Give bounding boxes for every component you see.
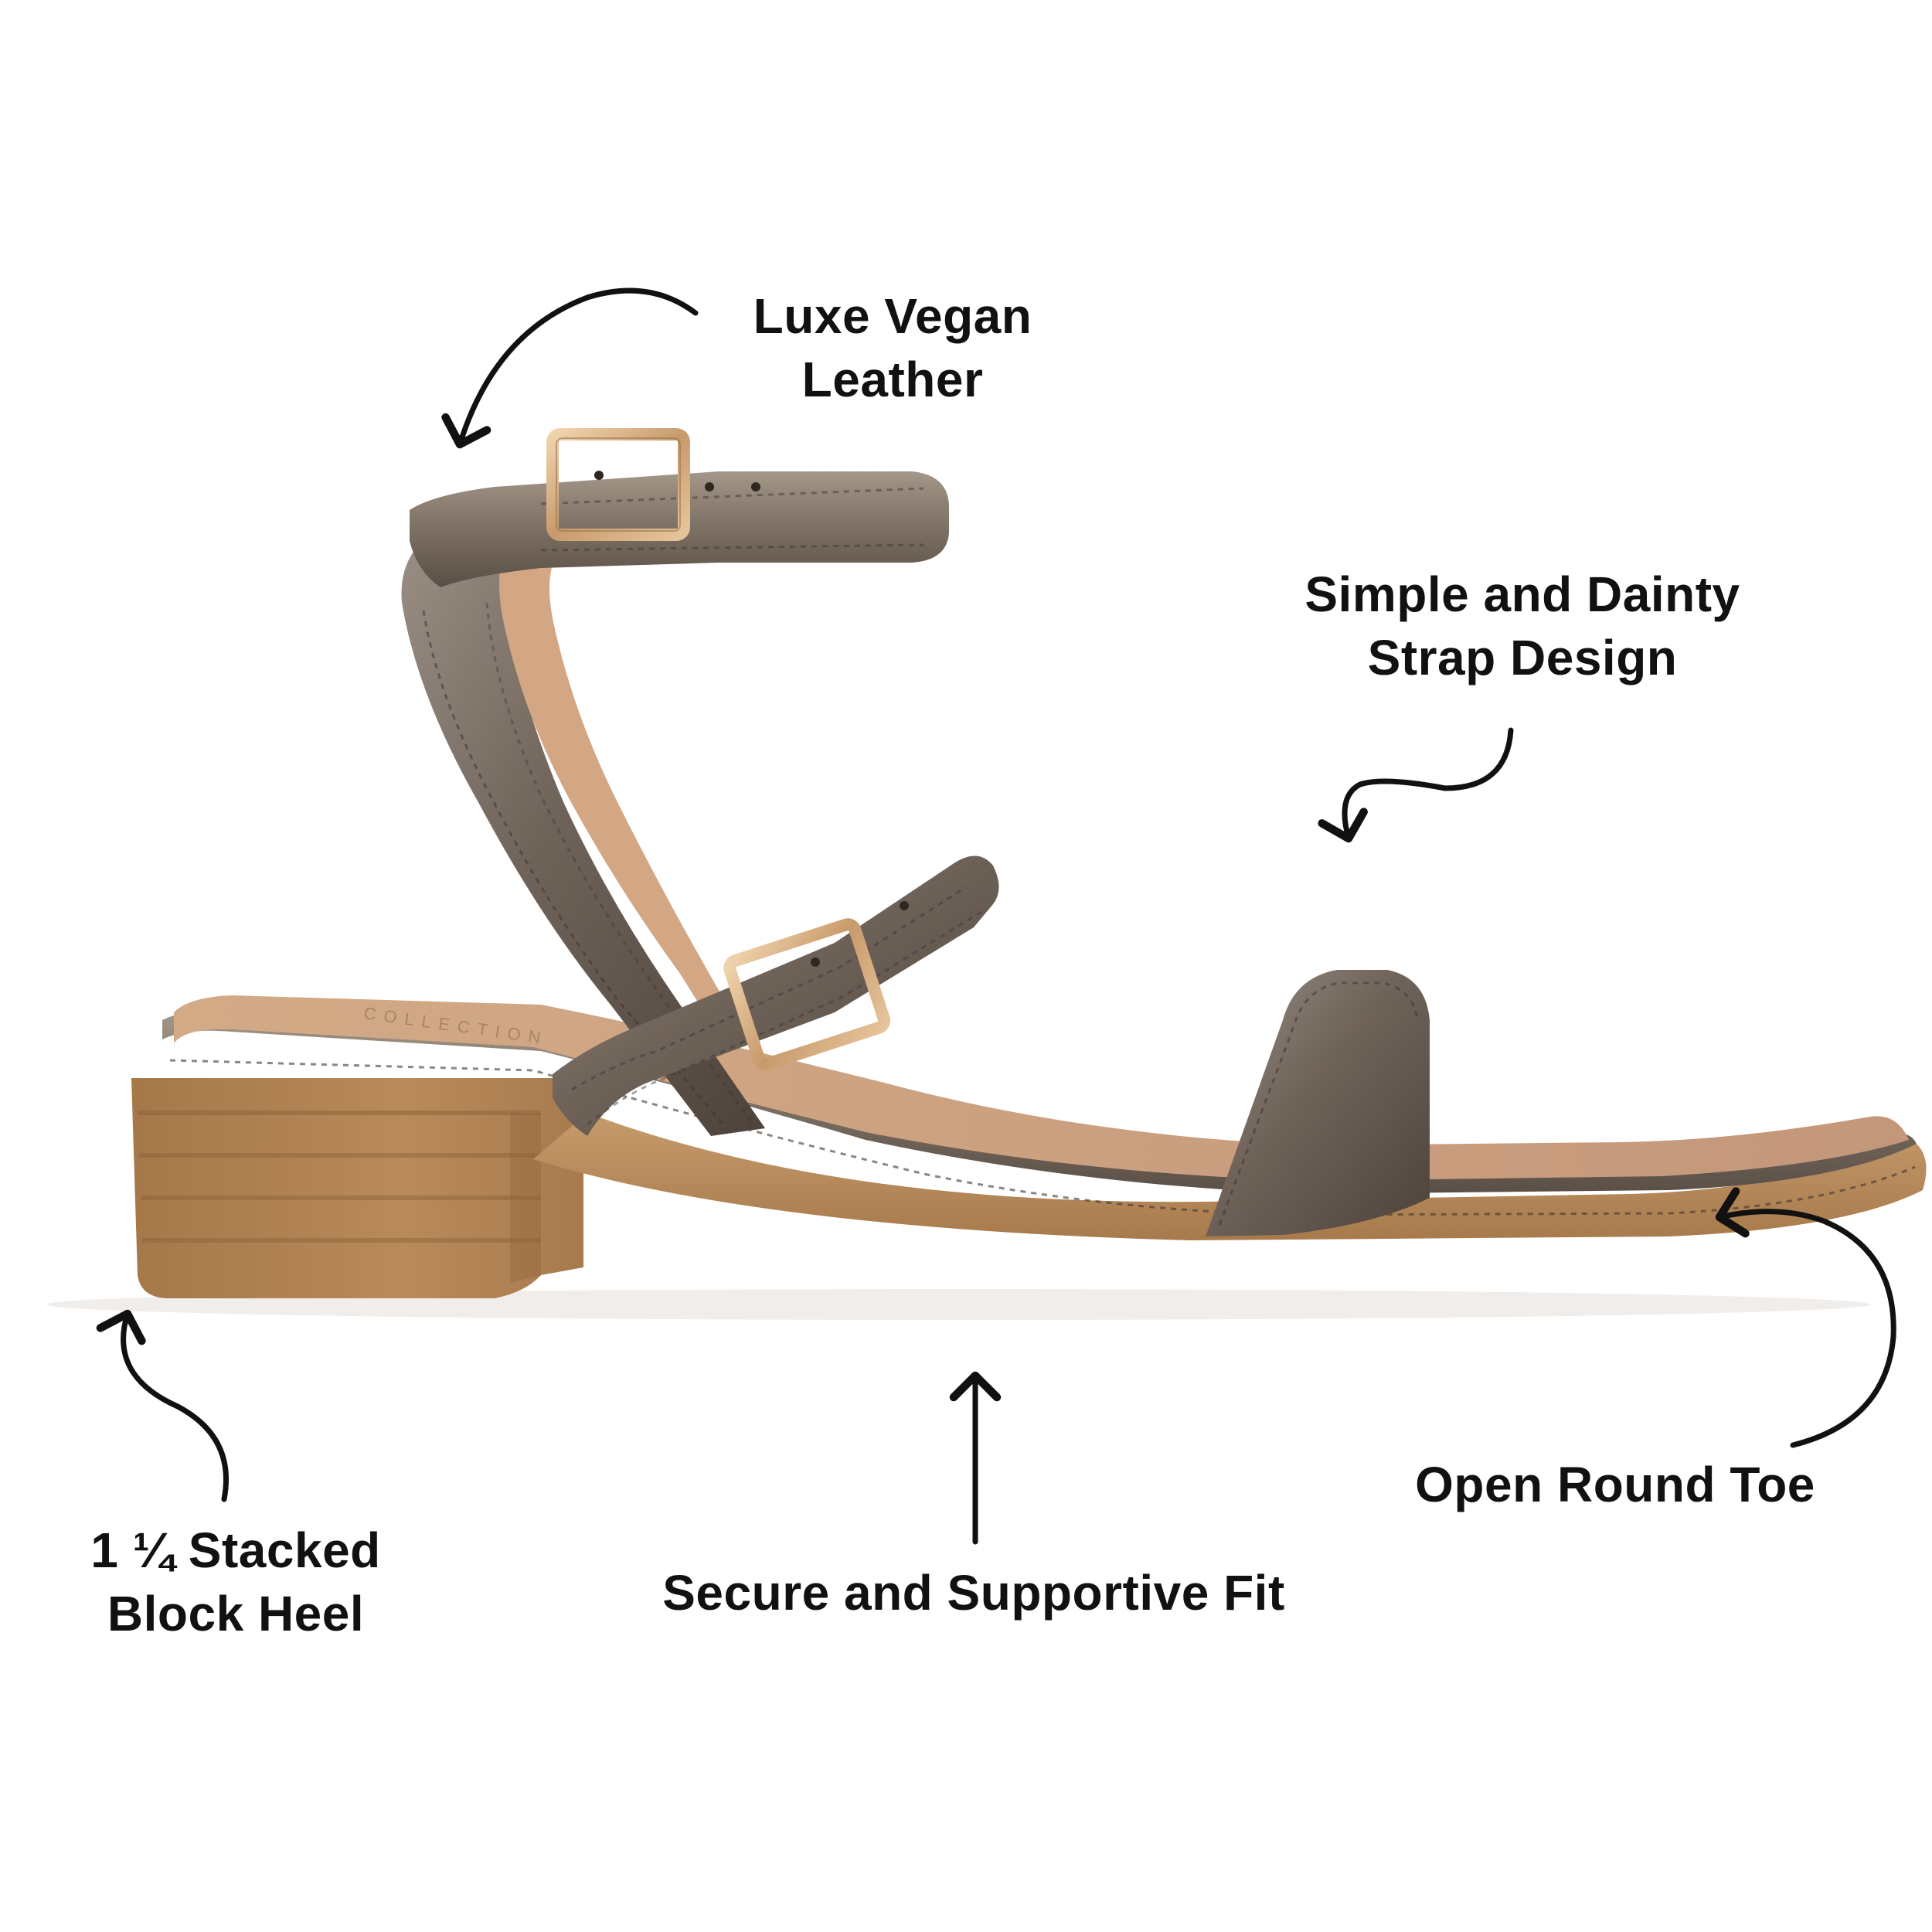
callout-line: Open Round Toe bbox=[1415, 1457, 1815, 1512]
ankle-connector-strap bbox=[401, 533, 765, 1136]
callout-block-heel: 1 ¼ Stacked Block Heel bbox=[35, 1519, 437, 1645]
instep-buckle bbox=[723, 918, 891, 1070]
callout-open-round-toe: Open Round Toe bbox=[1376, 1453, 1855, 1516]
callout-line: Secure and Supportive Fit bbox=[662, 1565, 1285, 1621]
floor-shadow bbox=[46, 1289, 1870, 1320]
stacked-block-heel bbox=[131, 1078, 587, 1298]
callout-line: Luxe Vegan bbox=[753, 288, 1032, 344]
outsole bbox=[533, 1113, 1927, 1240]
callout-line: Strap Design bbox=[1367, 630, 1678, 685]
curved-arrow-icon bbox=[441, 287, 699, 449]
instep-strap bbox=[553, 855, 999, 1136]
callout-strap-design: Simple and Dainty Strap Design bbox=[1260, 563, 1785, 689]
callout-line: 1 ¼ Stacked bbox=[90, 1522, 381, 1578]
curved-arrow-icon bbox=[1318, 727, 1514, 843]
callout-line: Leather bbox=[801, 352, 984, 407]
strap-lining bbox=[499, 556, 723, 1005]
curved-arrow-icon bbox=[96, 1309, 229, 1502]
curved-arrow-icon bbox=[1715, 1187, 1896, 1448]
ankle-buckle bbox=[546, 428, 690, 541]
toe-strap bbox=[1206, 970, 1430, 1236]
callout-line: Simple and Dainty bbox=[1304, 566, 1740, 622]
callout-line: Block Heel bbox=[107, 1586, 365, 1641]
sandal: COLLECTION bbox=[131, 428, 1927, 1298]
callout-secure-fit: Secure and Supportive Fit bbox=[618, 1561, 1329, 1624]
callout-luxe-vegan-leather: Luxe Vegan Leather bbox=[699, 284, 1086, 411]
